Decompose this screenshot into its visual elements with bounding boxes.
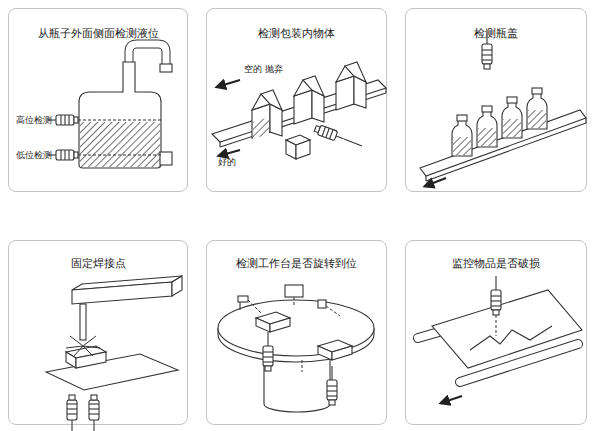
callout-label: 低位检测	[16, 150, 52, 160]
panel-title: 检测工作台是否旋转到位	[207, 257, 386, 270]
panel-box: 监控物品是否破损	[405, 240, 587, 425]
panel-title: 检测瓶盖	[406, 27, 586, 40]
panel-box: 固定焊接点	[8, 240, 188, 425]
panel-box: 从瓶子外面侧面检测液位	[8, 8, 188, 192]
callout-label: 高位检测	[16, 115, 52, 125]
panel-box: 检测工作台是否旋转到位	[206, 240, 387, 425]
panel-title: 监控物品是否破损	[406, 257, 586, 270]
panel-title: 从瓶子外面侧面检测液位	[9, 27, 187, 40]
callout-label: 空的 抛弃	[244, 64, 283, 74]
panel-title: 检测包装内物体	[207, 27, 386, 40]
panel-title: 固定焊接点	[9, 257, 187, 270]
callout-label: 好的	[218, 157, 236, 167]
panel-box: 检测瓶盖	[405, 8, 587, 192]
